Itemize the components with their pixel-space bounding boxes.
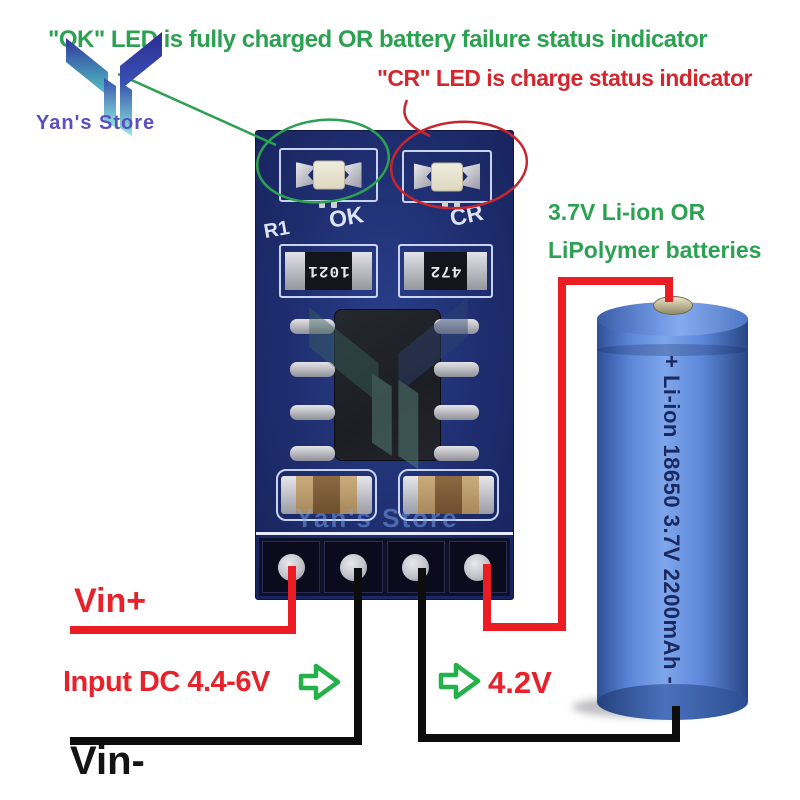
led-ok-right-contact bbox=[341, 162, 362, 188]
solder-pad-strip bbox=[259, 538, 510, 596]
battery-note-line2: LiPolymer batteries bbox=[548, 237, 762, 263]
battery-bottom-cap bbox=[597, 684, 748, 720]
ic-lead bbox=[434, 319, 479, 334]
vin-plus-label: Vin+ bbox=[74, 582, 147, 620]
silkscreen-divider bbox=[256, 532, 513, 535]
ic-lead bbox=[434, 362, 479, 377]
ic-lead bbox=[434, 446, 479, 461]
store-name: Yan's Store bbox=[36, 112, 156, 134]
battery-18650: + Li-ion 18650 3.7V 2200mAh - bbox=[597, 296, 748, 720]
pad-vin-minus bbox=[324, 541, 383, 593]
capacitor-end-cap bbox=[281, 476, 296, 514]
led-ok-silkscreen-box bbox=[279, 148, 378, 208]
battery-note-line1: 3.7V Li-ion OR bbox=[548, 199, 706, 225]
capacitor-end-cap bbox=[403, 476, 418, 514]
led-cr-right-contact bbox=[460, 163, 480, 190]
ic-lead bbox=[290, 405, 335, 420]
led-cr-silkscreen-box bbox=[402, 150, 492, 209]
pad-hole bbox=[339, 553, 367, 581]
ic-lead bbox=[290, 446, 335, 461]
solder-tab bbox=[319, 200, 325, 208]
ic-lead bbox=[290, 319, 335, 334]
pad-hole bbox=[402, 553, 430, 581]
silkscreen-label-cr: CR bbox=[447, 198, 486, 232]
silkscreen-label-r1: R1 bbox=[262, 216, 292, 244]
input-voltage-label: Input DC 4.4-6V bbox=[63, 666, 270, 698]
led-cr-package bbox=[431, 162, 463, 191]
resistor-end-cap bbox=[285, 252, 305, 290]
vin-minus-label: Vin- bbox=[70, 739, 145, 783]
capacitor-segment bbox=[418, 476, 435, 514]
capacitor-body bbox=[313, 476, 340, 514]
capacitor-1 bbox=[276, 469, 377, 521]
charger-module-pcb: R1 OK CR 1021 472 bbox=[255, 130, 514, 600]
ic-lead bbox=[434, 405, 479, 420]
capacitor-body bbox=[435, 476, 462, 514]
output-voltage-label: 4.2V bbox=[488, 665, 552, 700]
charger-ic-soic8 bbox=[334, 309, 441, 461]
resistor-2: 472 bbox=[398, 244, 493, 298]
pad-hole bbox=[277, 553, 305, 581]
battery-print-label: + Li-ion 18650 3.7V 2200mAh - bbox=[659, 355, 684, 685]
ic-lead bbox=[290, 362, 335, 377]
capacitor-segment bbox=[462, 476, 479, 514]
resistor-end-cap bbox=[404, 252, 424, 290]
led-cr bbox=[414, 162, 480, 191]
capacitor-segment bbox=[296, 476, 313, 514]
silkscreen-label-ok: OK bbox=[326, 201, 366, 233]
pad-hole bbox=[464, 553, 492, 581]
cr-led-callout: "CR" LED is charge status indicator bbox=[377, 65, 752, 91]
led-ok bbox=[295, 160, 362, 190]
watermark-logo-icon bbox=[309, 297, 468, 470]
solder-tab bbox=[331, 200, 337, 208]
block-arrow-right-icon bbox=[298, 663, 341, 701]
capacitor-end-cap bbox=[479, 476, 494, 514]
pad-vin-plus bbox=[262, 541, 321, 593]
capacitor-end-cap bbox=[357, 476, 372, 514]
pad-bat-minus bbox=[386, 541, 445, 593]
resistor-1: 1021 bbox=[279, 244, 378, 298]
block-arrow-right-icon bbox=[438, 662, 481, 700]
resistor-end-cap bbox=[467, 252, 487, 290]
battery-positive-terminal bbox=[653, 296, 693, 315]
pcb-watermark-text: Yan's Store bbox=[296, 503, 459, 533]
pad-bat-plus bbox=[448, 541, 507, 593]
resistor-end-cap bbox=[352, 252, 372, 290]
capacitor-segment bbox=[340, 476, 357, 514]
led-ok-package bbox=[312, 160, 345, 190]
